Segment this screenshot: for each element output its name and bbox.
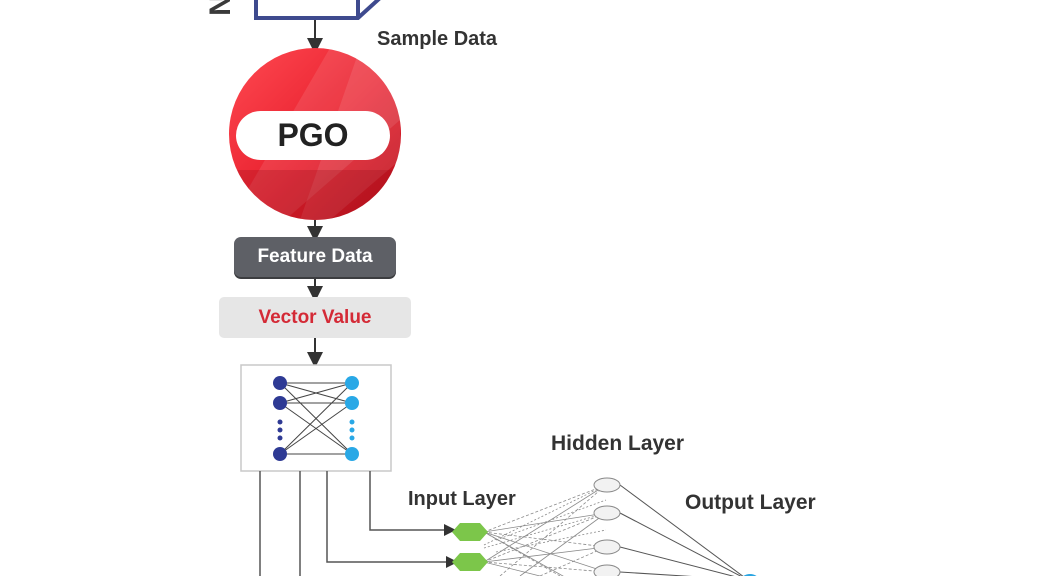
hidden-to-output-connections — [619, 484, 744, 576]
embedding-connections — [279, 382, 353, 455]
hidden-node — [593, 539, 621, 555]
hidden-layer-nodes — [593, 477, 621, 576]
feature-data-box: Feature Data — [234, 237, 396, 277]
pgo-label: PGO — [277, 117, 349, 153]
embedding-left-nodes — [273, 376, 287, 461]
hidden-node — [593, 564, 621, 576]
hidden-node — [593, 505, 621, 521]
vector-value-box: Vector Value — [219, 297, 411, 338]
sample-data-box — [254, 0, 381, 20]
hidden-layer-label: Hidden Layer — [551, 432, 685, 455]
embedding-to-input-connectors — [259, 471, 458, 576]
input-layer-nodes — [452, 523, 488, 571]
sample-data-label: Sample Data — [377, 28, 498, 50]
top-letter: N — [203, 0, 237, 16]
embedding-right-nodes — [345, 376, 359, 461]
nn-connections — [483, 484, 607, 576]
pgo-circle — [229, 48, 401, 220]
input-layer-label: Input Layer — [408, 488, 516, 510]
input-node — [452, 523, 488, 541]
embedding-box — [240, 364, 392, 472]
output-layer-label: Output Layer — [685, 491, 816, 514]
input-node — [452, 553, 488, 571]
hidden-node — [593, 477, 621, 493]
